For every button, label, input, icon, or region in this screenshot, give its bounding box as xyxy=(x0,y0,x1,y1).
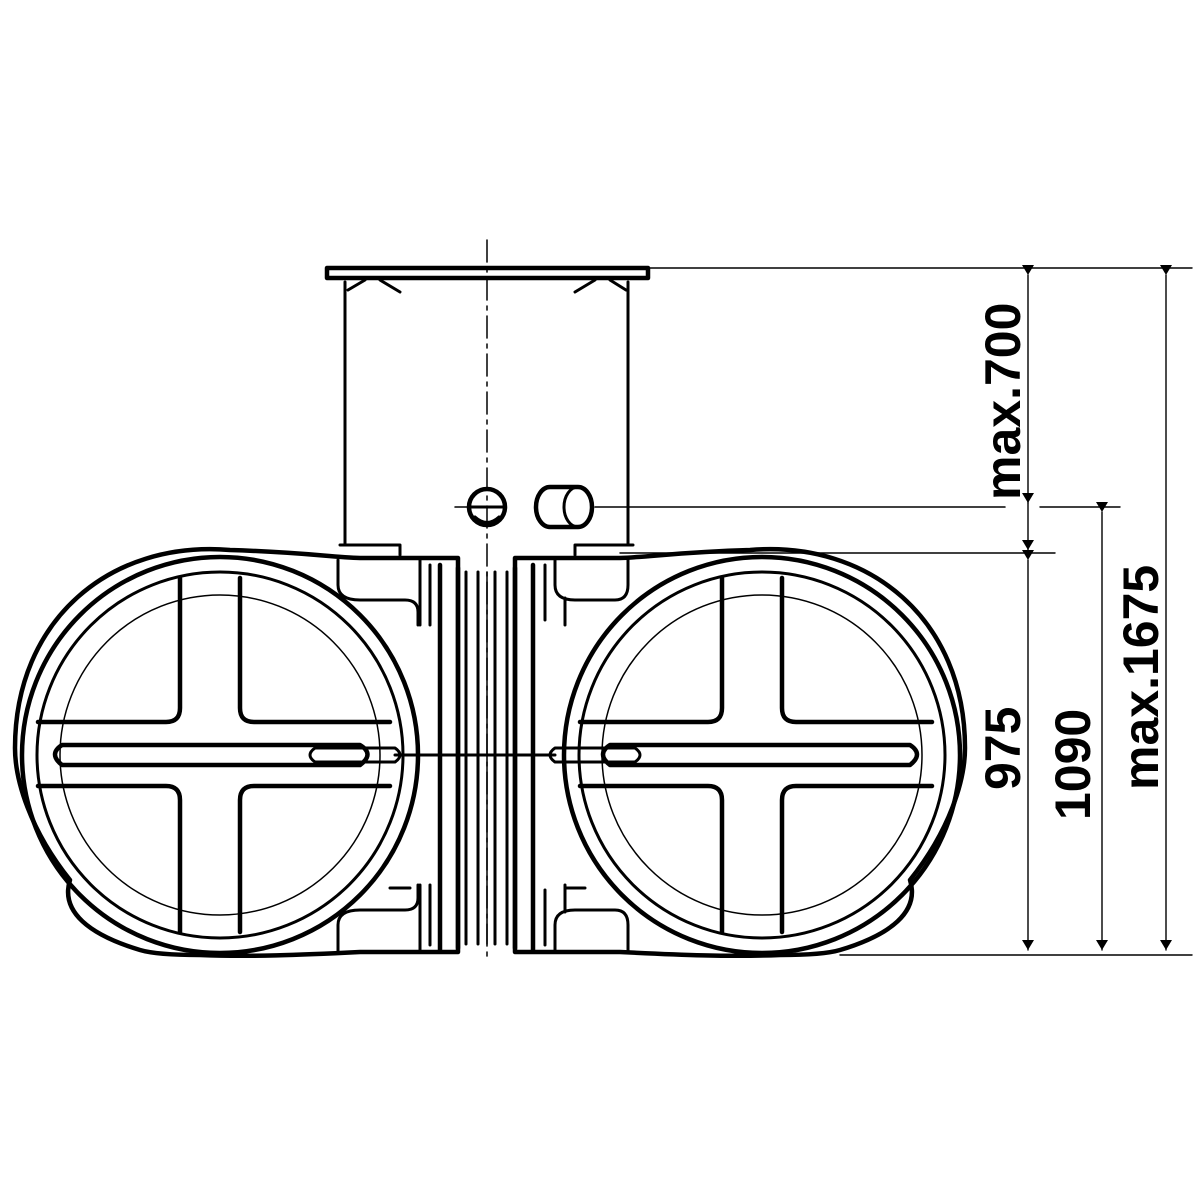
dimension-label-1090: 1090 xyxy=(1045,709,1101,820)
inlet-symbol xyxy=(454,486,508,528)
riser-shaft xyxy=(324,265,651,557)
dimension-lines xyxy=(1022,265,1172,951)
extension-lines xyxy=(619,267,1193,956)
dimension-label-max-700: max.700 xyxy=(975,303,1031,500)
tank-body xyxy=(12,546,968,959)
outlet-pipe xyxy=(533,484,1006,530)
dimension-label-max-1675: max.1675 xyxy=(1113,565,1169,790)
dimension-label-975: 975 xyxy=(975,707,1031,790)
